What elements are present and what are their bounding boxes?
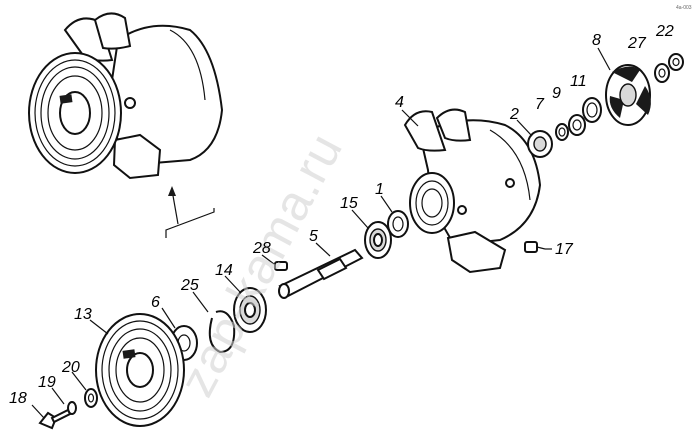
callout-27: 27	[627, 35, 647, 52]
part-17-plug	[524, 241, 546, 253]
corner-code: 4a-003	[676, 5, 692, 11]
callout-1: 1	[375, 181, 384, 198]
callout-2: 2	[509, 106, 519, 123]
part-5-shaft	[278, 248, 364, 299]
callout-labels: 4 8 27 22 2 7 9 11 1 15 5 28 14 25 6 13 …	[9, 23, 674, 407]
part-25-snap-ring	[208, 310, 236, 354]
callout-25: 25	[180, 277, 199, 294]
impeller-drawing	[605, 64, 651, 126]
part-14-bearing	[233, 287, 267, 333]
assembly-arrow	[165, 186, 215, 238]
part-27-washer	[654, 63, 670, 83]
callout-9: 11	[570, 73, 587, 90]
part-28-key	[274, 261, 288, 271]
part-20-washer	[84, 388, 98, 408]
callout-4: 4	[395, 94, 404, 111]
callout-5: 5	[309, 228, 318, 245]
callout-22: 22	[655, 23, 674, 40]
callout-28: 28	[252, 240, 271, 257]
callout-15: 15	[340, 195, 358, 212]
part-18-bolt	[38, 408, 72, 430]
pump-housing-drawing	[403, 108, 542, 274]
part-1-ring	[387, 210, 409, 238]
part-19-spring-washer	[67, 401, 77, 415]
callout-8: 9	[552, 85, 561, 102]
part-8-washer	[568, 114, 586, 136]
assembled-pump-drawing	[28, 12, 224, 180]
callout-20: 20	[61, 359, 80, 376]
callout-7: 7	[535, 96, 545, 113]
callout-17: 17	[555, 241, 574, 258]
part-9-ring	[582, 97, 602, 123]
callout-13: 13	[74, 306, 92, 323]
leader-lines	[31, 47, 611, 419]
callout-19: 19	[38, 374, 56, 391]
callout-11: 6	[151, 294, 160, 311]
callout-14: 14	[215, 262, 233, 279]
part-15-bearing	[364, 221, 392, 259]
part-7-ring	[555, 123, 569, 141]
part-22-nut	[668, 53, 684, 71]
callout-18: 18	[9, 390, 27, 407]
part-13-pulley	[95, 313, 185, 427]
callout-6: 8	[592, 32, 601, 49]
